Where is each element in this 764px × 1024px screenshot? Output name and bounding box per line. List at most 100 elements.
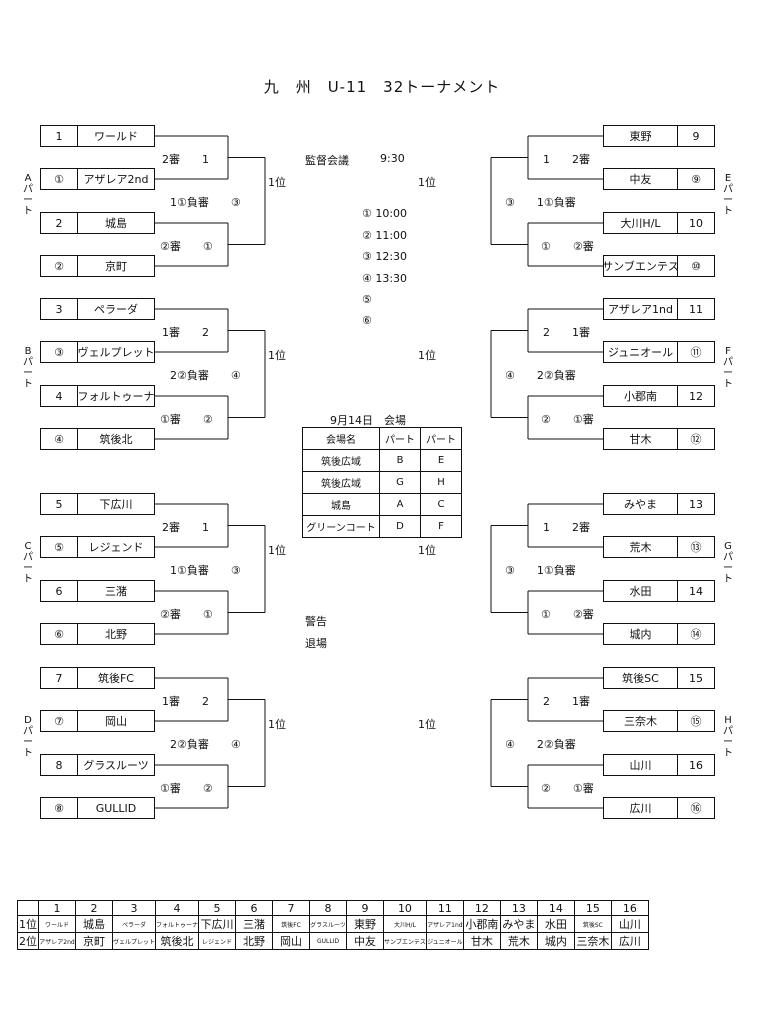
team-number: ⑨ — [677, 169, 714, 189]
match-label: ②審 ① — [160, 607, 213, 621]
match-label: 1審 2 — [162, 325, 209, 339]
venue-cell: 筑後広域 — [302, 449, 380, 472]
summary-cell: 11 — [425, 900, 464, 916]
team-number: 5 — [41, 494, 78, 514]
summary-cell: 三潴 — [235, 915, 274, 933]
team-number: 11 — [677, 299, 714, 319]
summary-cell: 岡山 — [272, 932, 311, 950]
venue-cell: グリーンコート — [302, 515, 380, 538]
venue-cell: F — [420, 515, 462, 538]
venue-header: パート — [420, 427, 462, 450]
part-label-left: D パ ー ト — [23, 715, 33, 759]
venue-header: パート — [379, 427, 421, 450]
first-place-label: 1位 — [268, 176, 286, 189]
team-box-left: 8 グラスルーツ — [40, 754, 155, 776]
team-name: グラスルーツ — [83, 759, 149, 772]
summary-cell: GULLID — [309, 932, 348, 950]
team-number: 16 — [677, 755, 714, 775]
team-number: ③ — [41, 342, 78, 362]
match-label: ①審 ② — [160, 781, 213, 795]
match-label: 1①負審 ③ — [170, 196, 241, 209]
summary-cell: 中友 — [346, 932, 385, 950]
match-label: ② ①審 — [541, 781, 594, 795]
team-name: アザレア2nd — [83, 173, 149, 186]
summary-cell: ワールド — [38, 915, 76, 933]
summary-cell: 7 — [272, 900, 311, 916]
summary-cell: 下広川 — [198, 915, 237, 933]
summary-cell: サンブエンテス — [383, 932, 427, 950]
venue-cell: G — [379, 471, 421, 494]
team-name: レジェンド — [88, 541, 144, 554]
part-label-left: B パ ー ト — [23, 346, 33, 390]
team-box-left: 7 筑後FC — [40, 667, 155, 689]
team-name: 三潴 — [105, 585, 127, 598]
team-name: ジュニオール — [607, 346, 674, 359]
page-title: 九 州 U-11 32トーナメント — [263, 78, 501, 96]
first-place-label: 1位 — [268, 718, 286, 731]
match-label: ② ①審 — [541, 412, 594, 426]
team-number: 8 — [41, 755, 78, 775]
team-box-right: 山川 16 — [603, 754, 715, 776]
team-number: ⑪ — [677, 342, 714, 362]
first-place-label: 1位 — [268, 349, 286, 362]
match-label: ④ 2②負審 — [505, 369, 576, 382]
summary-cell: 山川 — [610, 915, 649, 933]
venue-cell: 城島 — [302, 493, 380, 516]
team-name: 筑後FC — [97, 672, 134, 685]
summary-cell: 15 — [573, 900, 612, 916]
team-number: ④ — [41, 429, 78, 449]
team-name: 筑後北 — [99, 433, 133, 446]
summary-cell: 2 — [75, 900, 113, 916]
summary-cell: 北野 — [235, 932, 274, 950]
summary-cell: 14 — [536, 900, 575, 916]
summary-cell: 甘木 — [462, 932, 501, 950]
summary-cell: ヴェルプレット — [111, 932, 157, 950]
summary-cell: 三奈木 — [573, 932, 612, 950]
venue-cell: B — [379, 449, 421, 472]
summary-cell: フォルトゥーナ — [155, 915, 200, 933]
team-number: ⑤ — [41, 537, 78, 557]
summary-cell: 1 — [38, 900, 76, 916]
team-number: ⑫ — [677, 429, 714, 449]
summary-cell: ペラーダ — [111, 915, 157, 933]
summary-cell: 13 — [499, 900, 538, 916]
summary-cell: 城内 — [536, 932, 575, 950]
first-place-label: 1位 — [268, 544, 286, 557]
match-label: 1 2審 — [543, 152, 590, 166]
schedule-time-6: ⑥ — [362, 314, 372, 327]
match-label: 1審 2 — [162, 694, 209, 708]
team-name: 北野 — [105, 628, 127, 641]
part-label-right: G パ ー ト — [723, 541, 733, 585]
team-number: 2 — [41, 213, 78, 233]
team-number: 7 — [41, 668, 78, 688]
venue-cell: D — [379, 515, 421, 538]
summary-cell: 大川H/L — [383, 915, 427, 933]
summary-cell: 小郡南 — [462, 915, 501, 933]
team-name: 広川 — [629, 802, 652, 815]
team-number: 1 — [41, 126, 78, 146]
team-name: 山川 — [629, 759, 652, 772]
first-place-label: 1位 — [418, 176, 436, 189]
summary-cell: 9 — [346, 900, 385, 916]
match-label: ③ 1①負審 — [505, 196, 576, 209]
team-box-right: 甘木 ⑫ — [603, 428, 715, 450]
summary-cell: 4 — [155, 900, 200, 916]
team-number: 10 — [677, 213, 714, 233]
meeting-time: 9:30 — [380, 152, 405, 165]
team-number: 13 — [677, 494, 714, 514]
first-place-label: 1位 — [418, 349, 436, 362]
team-name: 甘木 — [629, 433, 652, 446]
venue-cell: H — [420, 471, 462, 494]
summary-cell: アザレア1nd — [425, 915, 464, 933]
team-name: 大川H/L — [620, 217, 661, 230]
